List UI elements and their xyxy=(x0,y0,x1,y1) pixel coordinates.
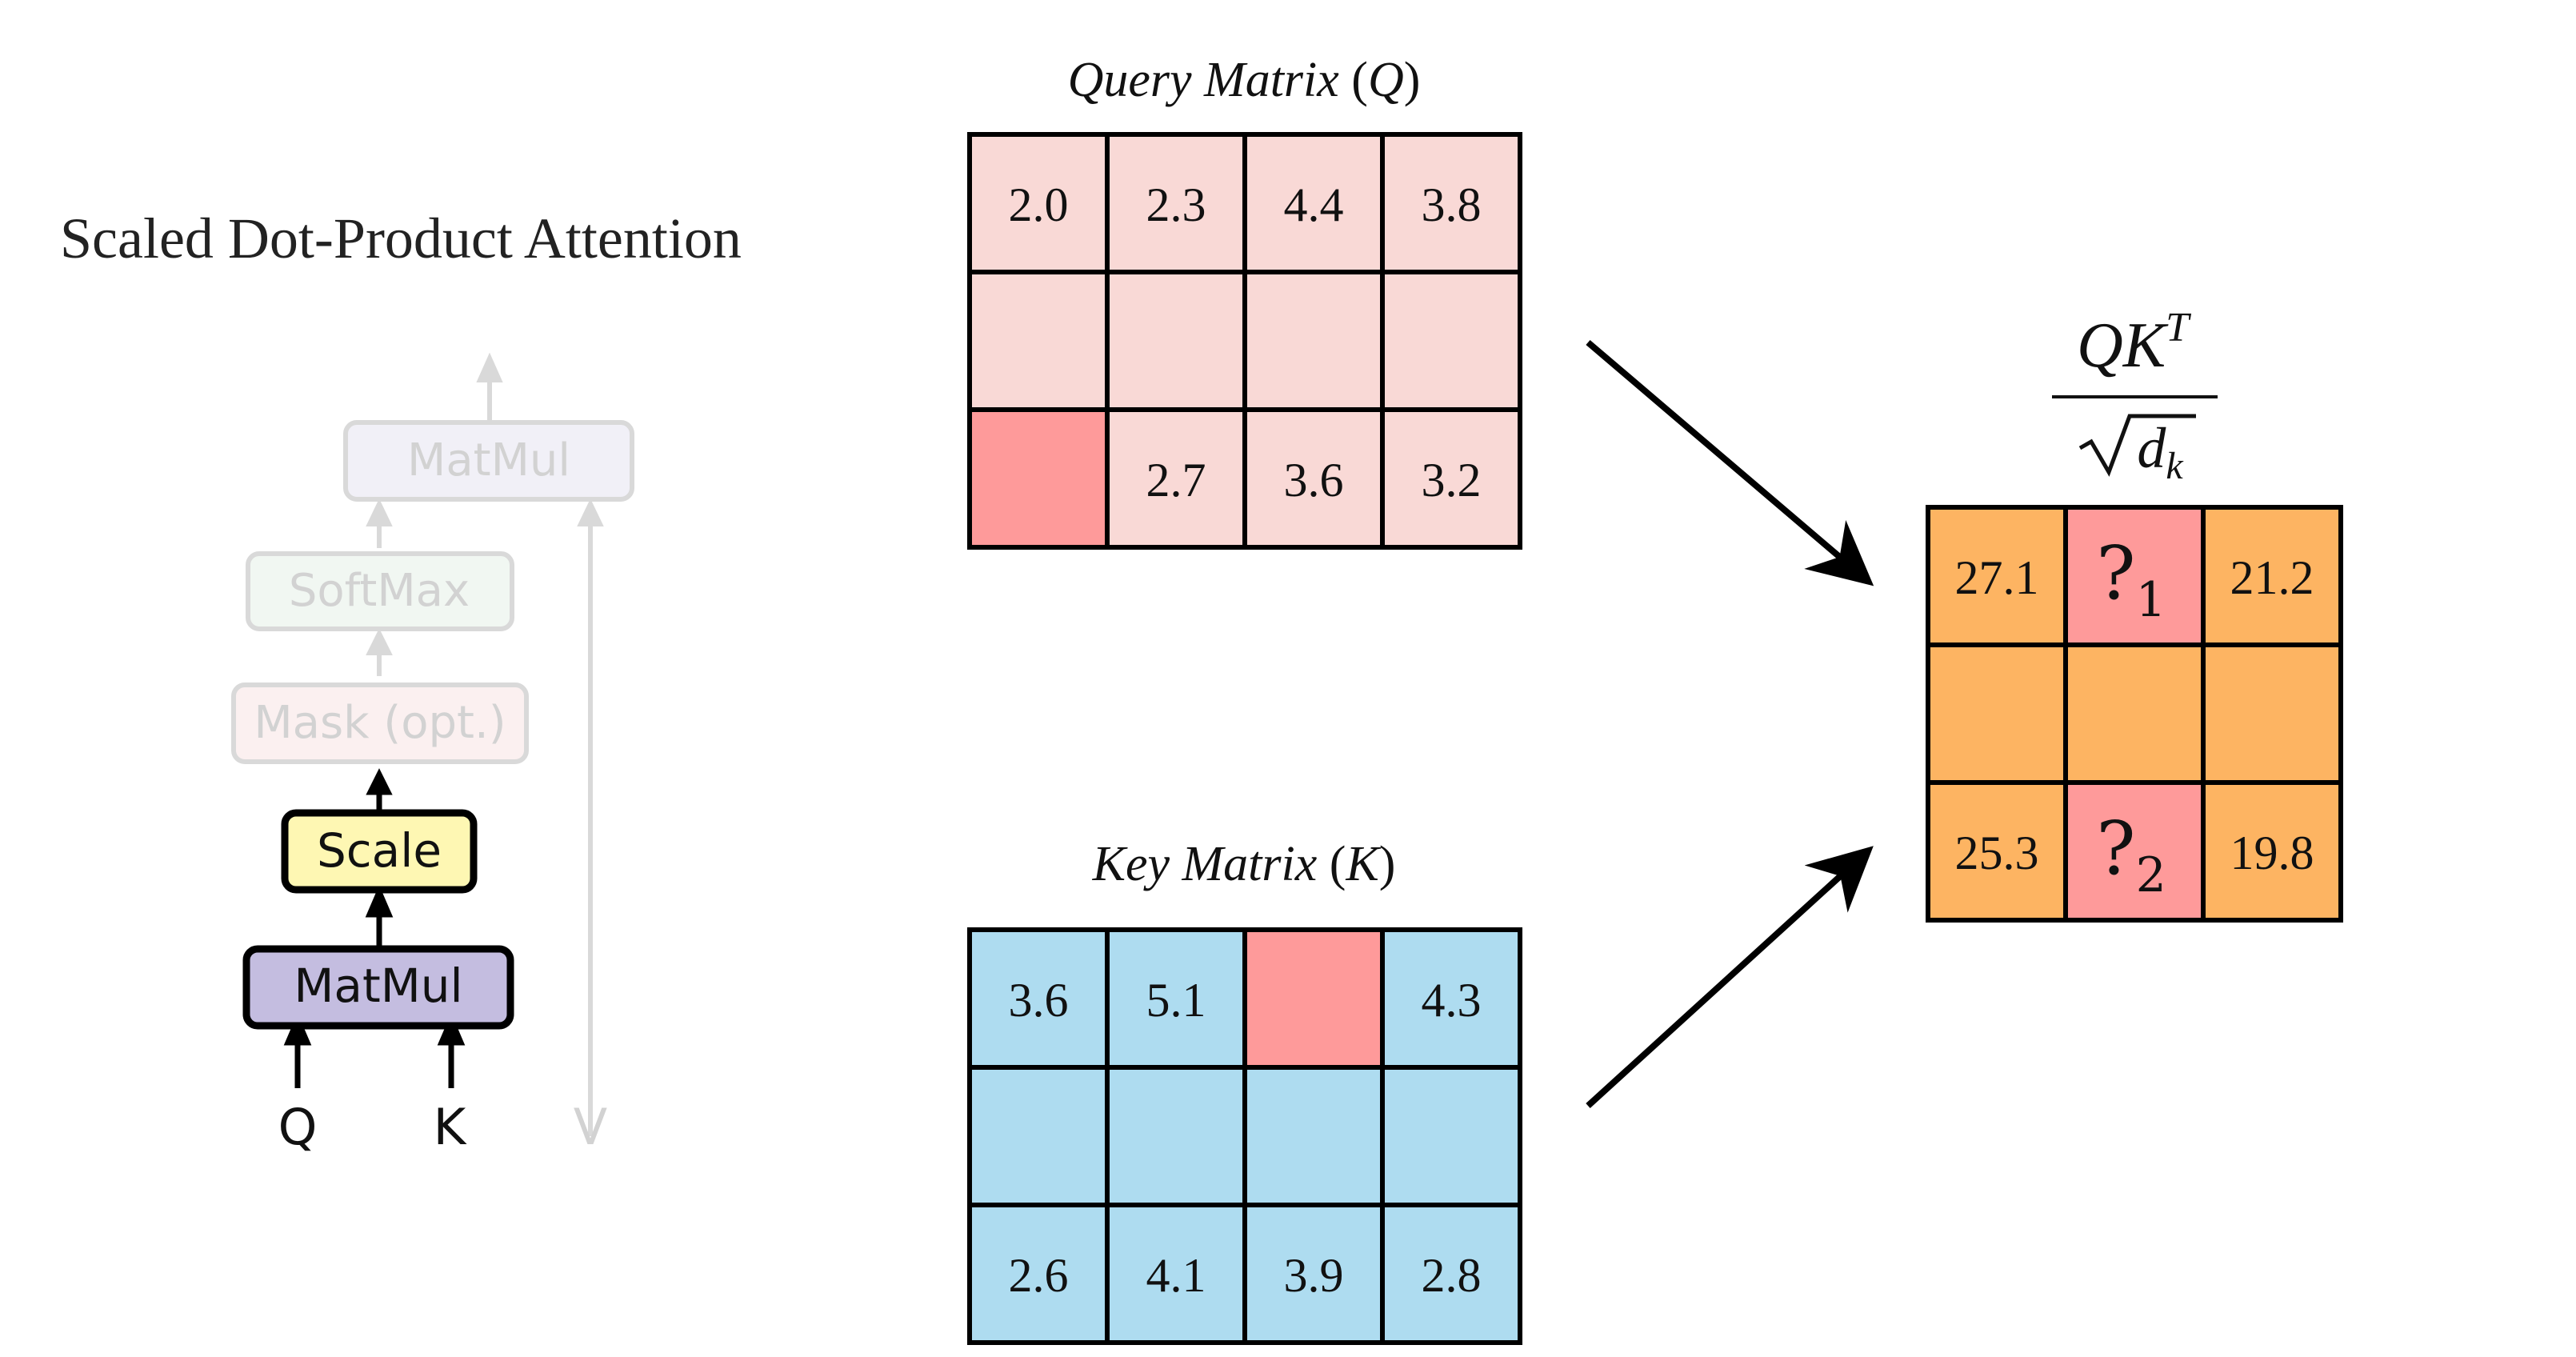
key-value-r3-c3: 3.9 xyxy=(1284,1249,1344,1302)
query-cell-r2-c1 xyxy=(967,270,1110,412)
result-unknown-1: ?1 xyxy=(2096,530,2166,628)
query-value-r1-c3: 4.4 xyxy=(1284,178,1344,231)
query-matrix-symbol: Q xyxy=(1368,53,1404,107)
key-cell-r2-c3 xyxy=(1242,1065,1385,1207)
formula-superscript: T xyxy=(2166,305,2191,350)
formula-denominator: d xyxy=(2137,416,2166,480)
scale-label: Scale xyxy=(317,823,442,878)
result-cell-r2-c1 xyxy=(1926,642,2068,785)
query-value-r3-c4: 3.2 xyxy=(1422,454,1482,506)
query-cell-r1-c3 xyxy=(1242,132,1385,274)
result-cell-r2-c3 xyxy=(2201,642,2343,785)
page-title: Scaled Dot-Product Attention xyxy=(60,206,742,270)
key-value-r1-c2: 5.1 xyxy=(1146,974,1206,1027)
input-q-label: Q xyxy=(278,1098,318,1156)
svg-text:dk: dk xyxy=(2137,416,2184,487)
query-cell-r2-c4 xyxy=(1380,270,1522,412)
result-value-r3-c1: 25.3 xyxy=(1955,827,2039,879)
result-cell-r1-c3 xyxy=(2201,505,2343,647)
arrow-key-to-result xyxy=(1586,846,1874,1108)
query-cell-r1-c4 xyxy=(1380,132,1522,274)
sqrt-symbol-icon xyxy=(2078,414,2196,477)
key-matrix-label: Key Matrix (K) xyxy=(1092,837,1396,891)
scale-block xyxy=(281,809,478,894)
query-cell-r2-c2 xyxy=(1105,270,1247,412)
key-cell-r2-c2 xyxy=(1105,1065,1247,1207)
svg-text:Key Matrix (K): Key Matrix (K) xyxy=(1092,837,1396,891)
query-cell-r3-c4 xyxy=(1380,407,1522,550)
query-matrix-title: Query Matrix xyxy=(1068,53,1340,107)
matmul-bottom-label: MatMul xyxy=(294,959,462,1013)
query-value-r3-c2: 2.7 xyxy=(1146,454,1206,506)
mask-block xyxy=(231,683,529,764)
formula-subscript: k xyxy=(2166,445,2184,487)
result-cell-r3-c2 xyxy=(2063,780,2206,923)
key-matrix: 3.6 5.1 4.3 2.6 4.1 3.9 2.8 xyxy=(967,927,1522,1345)
result-value-r3-c3: 19.8 xyxy=(2230,827,2314,879)
query-matrix: 2.0 2.3 4.4 3.8 2.7 3.6 3.2 xyxy=(967,132,1522,550)
unknown-index: 1 xyxy=(2136,572,2166,628)
key-matrix-title: Key Matrix xyxy=(1092,837,1318,891)
attention-flow-diagram: MatMul SoftMax Mask (opt.) Scale MatMul … xyxy=(231,352,634,1156)
result-cell-r2-c2 xyxy=(2063,642,2206,785)
unknown-index: 2 xyxy=(2136,847,2166,903)
softmax-block xyxy=(246,551,514,631)
query-value-r1-c4: 3.8 xyxy=(1422,178,1482,231)
mask-label: Mask (opt.) xyxy=(254,697,506,749)
result-cell-r1-c1 xyxy=(1926,505,2068,647)
query-value-r1-c2: 2.3 xyxy=(1146,178,1206,231)
query-cell-r2-c3 xyxy=(1242,270,1385,412)
unknown-question-mark: ? xyxy=(2096,530,2135,616)
query-matrix-label: Query Matrix (Q) xyxy=(1068,53,1421,107)
key-cell-r2-c1 xyxy=(967,1065,1110,1207)
key-cell-r2-c4 xyxy=(1380,1065,1522,1207)
query-cell-r3-c2 xyxy=(1105,407,1247,550)
query-value-r1-c1: 2.0 xyxy=(1009,178,1069,231)
key-cell-r3-c2 xyxy=(1105,1203,1247,1345)
input-k-label: K xyxy=(434,1098,467,1156)
key-cell-r1-c2 xyxy=(1105,927,1247,1070)
key-cell-r3-c3 xyxy=(1242,1203,1385,1345)
result-unknown-2: ?2 xyxy=(2096,806,2166,903)
key-cell-r1-c3 xyxy=(1242,927,1385,1070)
formula-numerator: QK xyxy=(2077,310,2169,381)
result-cell-r3-c3 xyxy=(2201,780,2343,923)
key-value-r1-c4: 4.3 xyxy=(1422,974,1482,1027)
scaled-score-formula: QKT dk xyxy=(2052,305,2218,487)
key-value-r3-c4: 2.8 xyxy=(1422,1249,1482,1302)
result-cell-r3-c1 xyxy=(1926,780,2068,923)
query-value-r3-c3: 3.6 xyxy=(1284,454,1344,506)
result-value-r1-c1: 27.1 xyxy=(1955,551,2039,604)
key-value-r1-c1: 3.6 xyxy=(1009,974,1069,1027)
matmul-top-block xyxy=(343,420,634,502)
key-value-r3-c1: 2.6 xyxy=(1009,1249,1069,1302)
matmul-top-label: MatMul xyxy=(407,434,570,486)
key-cell-r1-c1 xyxy=(967,927,1110,1070)
result-value-r1-c3: 21.2 xyxy=(2230,551,2314,604)
key-cell-r3-c1 xyxy=(967,1203,1110,1345)
softmax-label: SoftMax xyxy=(289,565,470,617)
key-cell-r3-c4 xyxy=(1380,1203,1522,1345)
unknown-question-mark: ? xyxy=(2096,806,2135,891)
matmul-bottom-block xyxy=(242,945,514,1030)
key-value-r3-c2: 4.1 xyxy=(1146,1249,1206,1302)
svg-text:Query Matrix (Q): Query Matrix (Q) xyxy=(1068,53,1421,107)
key-matrix-symbol: K xyxy=(1345,837,1382,891)
svg-text:QKT: QKT xyxy=(2077,305,2191,381)
arrow-query-to-result xyxy=(1586,339,1874,586)
query-cell-r3-c1 xyxy=(967,407,1110,550)
input-v-label: V xyxy=(574,1098,607,1156)
